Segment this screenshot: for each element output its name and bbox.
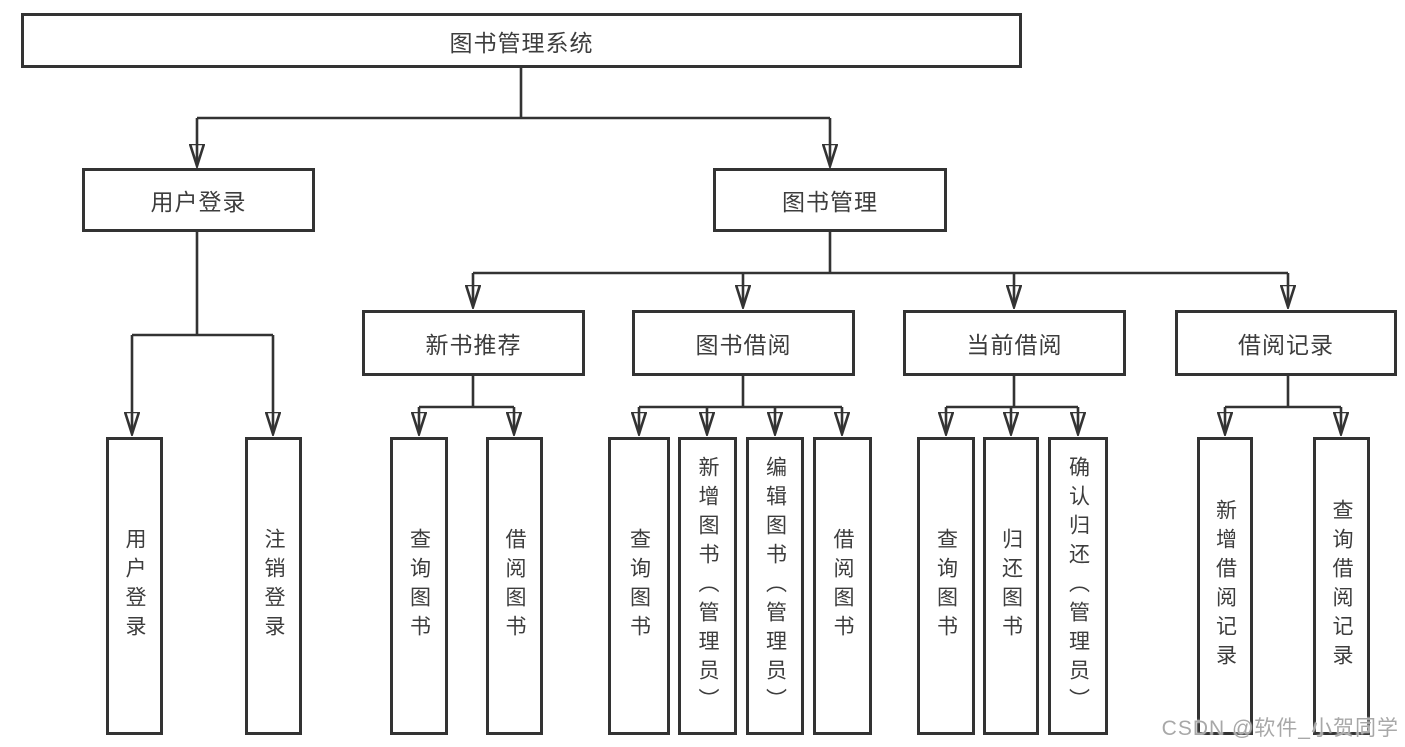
csdn-watermark: CSDN @软件_小贺同学 xyxy=(1161,717,1399,740)
leaf-bb-borrow-books-label: 借阅图书 xyxy=(831,528,854,644)
leaf-nb-query-books-label: 查询图书 xyxy=(407,528,431,644)
node-book-management: 图书管理 xyxy=(713,168,947,232)
node-book-borrowing: 图书借阅 xyxy=(632,310,855,376)
leaf-cb-return-books-label: 归还图书 xyxy=(999,528,1023,644)
leaf-br-query-record: 查询借阅记录 xyxy=(1313,437,1370,735)
leaf-bb-query-books-label: 查询图书 xyxy=(627,528,651,644)
leaf-bb-add-books-admin-label: 新增图书（管理员） xyxy=(696,455,719,717)
leaf-logout-label: 注销登录 xyxy=(262,528,285,644)
leaf-cb-return-books: 归还图书 xyxy=(983,437,1039,735)
leaf-bb-borrow-books: 借阅图书 xyxy=(813,437,872,735)
leaf-bb-query-books: 查询图书 xyxy=(608,437,670,735)
leaf-bb-edit-books-admin: 编辑图书（管理员） xyxy=(746,437,804,735)
node-new-book-recommend: 新书推荐 xyxy=(362,310,585,376)
leaf-nb-borrow-books: 借阅图书 xyxy=(486,437,543,735)
leaf-cb-query-books: 查询图书 xyxy=(917,437,975,735)
node-current-borrowing: 当前借阅 xyxy=(903,310,1126,376)
leaf-logout: 注销登录 xyxy=(245,437,302,735)
node-user-login: 用户登录 xyxy=(82,168,315,232)
leaf-cb-query-books-label: 查询图书 xyxy=(934,528,958,644)
leaf-br-add-record: 新增借阅记录 xyxy=(1197,437,1253,735)
leaf-br-add-record-label: 新增借阅记录 xyxy=(1213,499,1237,673)
leaf-user-login: 用户登录 xyxy=(106,437,163,735)
leaf-br-query-record-label: 查询借阅记录 xyxy=(1330,499,1353,673)
leaf-bb-add-books-admin: 新增图书（管理员） xyxy=(678,437,737,735)
node-borrowing-records: 借阅记录 xyxy=(1175,310,1397,376)
leaf-bb-edit-books-admin-label: 编辑图书（管理员） xyxy=(763,455,787,717)
leaf-cb-confirm-return-admin: 确认归还（管理员） xyxy=(1048,437,1108,735)
leaf-nb-borrow-books-label: 借阅图书 xyxy=(503,528,526,644)
leaf-user-login-label: 用户登录 xyxy=(123,528,146,644)
node-book-management-system: 图书管理系统 xyxy=(21,13,1022,68)
leaf-cb-confirm-return-admin-label: 确认归还（管理员） xyxy=(1066,455,1090,717)
leaf-nb-query-books: 查询图书 xyxy=(390,437,448,735)
